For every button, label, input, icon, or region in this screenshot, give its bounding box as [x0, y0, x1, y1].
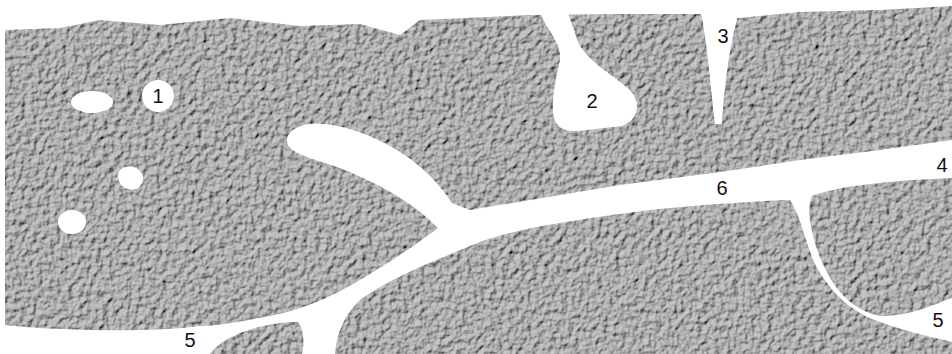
callout-number: 5 — [932, 309, 943, 331]
callout-number: 1 — [152, 85, 163, 107]
callout-number: 6 — [716, 177, 727, 199]
callout-number: 4 — [936, 154, 947, 176]
rock-grains — [5, 6, 952, 354]
isolated-pore — [118, 166, 143, 189]
isolated-pore — [71, 91, 113, 113]
fracture — [700, 8, 740, 124]
dead-end-pore — [538, 8, 637, 131]
isolated-pore — [58, 210, 86, 234]
callout-number: 5 — [184, 329, 195, 351]
rock-matrix — [809, 178, 952, 316]
callout-number: 2 — [586, 90, 597, 112]
pore-space — [58, 8, 740, 234]
callout-number: 3 — [717, 25, 728, 47]
rock-matrix — [210, 322, 303, 354]
isolated-pore — [142, 80, 174, 112]
